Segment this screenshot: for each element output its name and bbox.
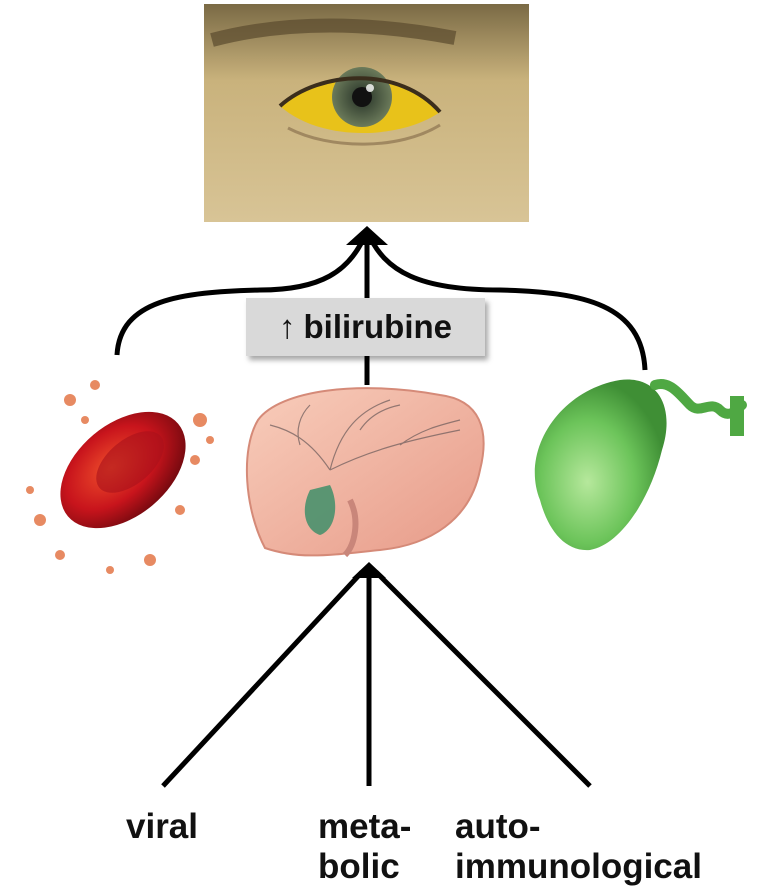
up-arrow-icon: ↑: [279, 308, 296, 346]
cause-metabolic-label-line2: bolic: [318, 847, 400, 887]
cause-autoimmunological-label-line2: immunological: [455, 847, 702, 887]
cause-autoimmunological-label-line1: auto-: [455, 807, 541, 847]
bilirubine-box: ↑ bilirubine: [246, 298, 485, 356]
bilirubine-label: bilirubine: [304, 308, 453, 346]
cause-metabolic-label-line1: meta-: [318, 807, 411, 847]
cause-viral-label: viral: [126, 807, 198, 847]
